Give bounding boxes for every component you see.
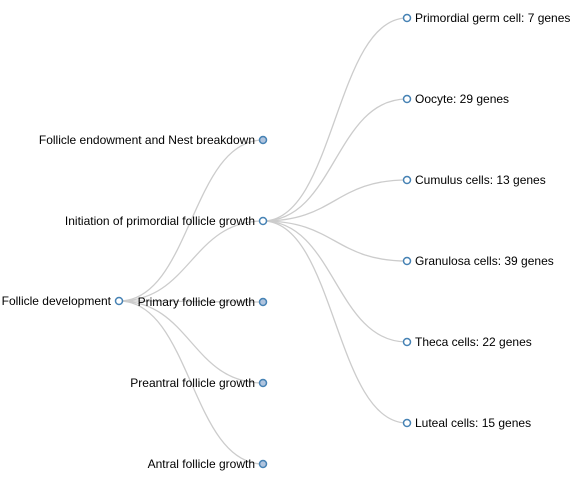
node-label: Primary follicle growth <box>138 295 255 309</box>
tree-node-cell5[interactable]: Theca cells: 22 genes <box>402 335 532 349</box>
node-circle-icon[interactable] <box>258 297 268 307</box>
node-label: Oocyte: 29 genes <box>415 92 509 106</box>
node-label: Follicle endowment and Nest breakdown <box>39 133 255 147</box>
node-circle-icon[interactable] <box>402 337 412 347</box>
tree-nodes: Follicle development Follicle endowment a… <box>2 11 571 471</box>
node-label: Luteal cells: 15 genes <box>415 416 531 430</box>
tree-link-root-stage2 <box>118 220 264 302</box>
node-label: Primordial germ cell: 7 genes <box>415 11 570 25</box>
tree-node-stage1[interactable]: Follicle endowment and Nest breakdown <box>39 133 268 147</box>
node-label: Follicle development <box>2 294 112 308</box>
tree-link-stage2-cell3 <box>262 179 408 222</box>
node-label: Antral follicle growth <box>148 457 255 471</box>
tree-link-root-stage5 <box>118 300 264 465</box>
node-circle-icon[interactable] <box>402 175 412 185</box>
node-circle-icon[interactable] <box>402 13 412 23</box>
tree-link-root-stage4 <box>118 300 264 384</box>
tree-links <box>118 17 408 465</box>
tree-node-cell3[interactable]: Cumulus cells: 13 genes <box>402 173 546 187</box>
tree-node-root[interactable]: Follicle development <box>2 294 124 308</box>
node-label: Granulosa cells: 39 genes <box>415 254 554 268</box>
tree-link-stage2-cell4 <box>262 220 408 262</box>
node-circle-icon[interactable] <box>258 135 268 145</box>
node-label: Theca cells: 22 genes <box>415 335 532 349</box>
tree-link-root-stage3 <box>118 300 264 303</box>
tree-node-cell4[interactable]: Granulosa cells: 39 genes <box>402 254 554 268</box>
tree-link-stage2-cell1 <box>262 17 408 222</box>
node-label: Initiation of primordial follicle growth <box>65 214 255 228</box>
node-circle-icon[interactable] <box>402 94 412 104</box>
node-circle-icon[interactable] <box>258 216 268 226</box>
tree-node-cell6[interactable]: Luteal cells: 15 genes <box>402 416 532 430</box>
tree-link-stage2-cell2 <box>262 98 408 222</box>
node-circle-icon[interactable] <box>402 418 412 428</box>
node-circle-icon[interactable] <box>258 459 268 469</box>
node-circle-icon[interactable] <box>114 296 124 306</box>
tree-node-stage2[interactable]: Initiation of primordial follicle growth <box>65 214 268 228</box>
node-label: Preantral follicle growth <box>130 376 255 390</box>
node-label: Cumulus cells: 13 genes <box>415 173 546 187</box>
tree-link-stage2-cell6 <box>262 220 408 424</box>
tree-node-cell1[interactable]: Primordial germ cell: 7 genes <box>402 11 571 25</box>
tree-link-root-stage1 <box>118 139 264 302</box>
tree-node-stage5[interactable]: Antral follicle growth <box>148 457 268 471</box>
tree-node-stage3[interactable]: Primary follicle growth <box>138 295 268 309</box>
node-circle-icon[interactable] <box>258 378 268 388</box>
tree-node-stage4[interactable]: Preantral follicle growth <box>130 376 268 390</box>
tree-node-cell2[interactable]: Oocyte: 29 genes <box>402 92 510 106</box>
tree-link-stage2-cell5 <box>262 220 408 343</box>
node-circle-icon[interactable] <box>402 256 412 266</box>
